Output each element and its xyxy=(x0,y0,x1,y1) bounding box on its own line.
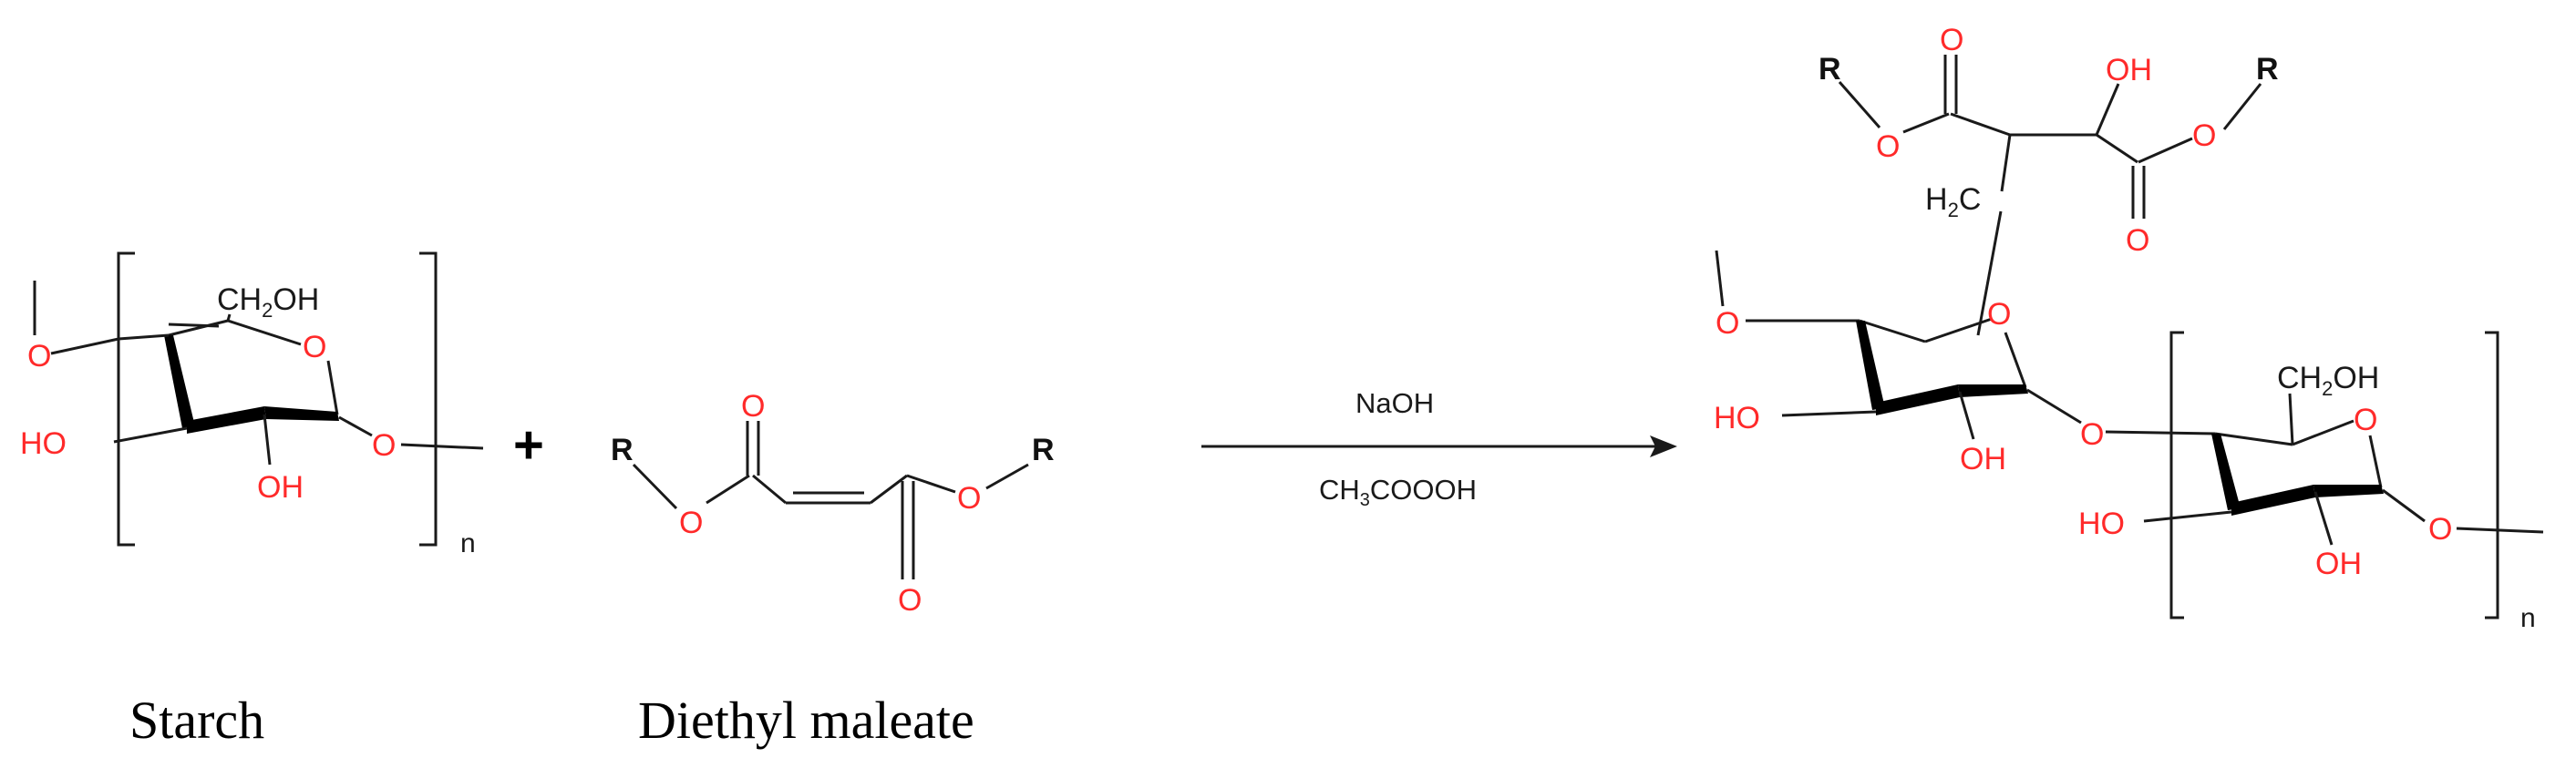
starch-c2-oh-bond xyxy=(263,414,272,466)
product-r-right: R xyxy=(2256,52,2279,87)
product-glyco-o-ring2 xyxy=(2105,430,2216,435)
product-h2c-label: H2C xyxy=(1925,182,1981,221)
product-repeat-n: n xyxy=(2520,603,2536,633)
starch-oh-label: OH xyxy=(257,470,304,505)
starch-c1-o-bond xyxy=(338,415,373,437)
product-ring2-oh-bond xyxy=(2313,491,2334,546)
product-ch-c-right-bond xyxy=(2096,133,2138,164)
starch-c6-bond xyxy=(226,313,232,322)
product-ring2-wedge-right xyxy=(2313,485,2384,497)
product-ring1-o-c1 xyxy=(2004,332,2027,388)
product-r-left: R xyxy=(1819,52,1841,87)
product-bracket-left xyxy=(2169,331,2184,620)
plus-sign: + xyxy=(513,415,544,475)
starch-bracket-right xyxy=(419,251,438,547)
starch-structure: CH2OH O O HO OH O n xyxy=(20,251,484,558)
product-ring2-o-right: O xyxy=(2428,512,2452,547)
starch-ring-c4c5 xyxy=(168,319,229,337)
reagent-naoh: NaOH xyxy=(1355,387,1434,419)
product-ring1-wedge-bottom xyxy=(1876,384,1960,415)
starch-ring-c5o xyxy=(227,319,302,346)
product-bracket-right xyxy=(2485,331,2499,620)
starch-ho-label: HO xyxy=(20,426,67,461)
product-ring2-ho: HO xyxy=(2078,507,2125,541)
product-ring2-o-right-bond xyxy=(2382,488,2426,523)
maleate-o-left-c-bond xyxy=(706,474,750,505)
product-ring1-glyco-bond xyxy=(2026,388,2082,425)
product-ring1-oh: OH xyxy=(1960,442,2006,476)
reaction-arrow-group: NaOH CH3COOOH xyxy=(1201,387,1677,510)
product-o-ester-right: O xyxy=(2192,118,2216,153)
maleate-o-ester-right: O xyxy=(957,481,981,516)
product-ring1-ho-bond xyxy=(1781,410,1877,417)
starch-caption: Starch xyxy=(129,691,264,750)
product-ch-ch2-bond xyxy=(2000,134,2012,192)
product-ring2-wedge-left xyxy=(2211,434,2241,510)
reaction-arrow-head xyxy=(1650,435,1677,457)
product-ring2-ch2oh: CH2OH xyxy=(2277,361,2379,400)
maleate-r-left: R xyxy=(611,433,634,467)
product-ring2-o: O xyxy=(2354,403,2377,437)
starch-ring-oc1 xyxy=(326,360,339,415)
starch-repeat-n: n xyxy=(460,528,476,558)
product-ring1-o-ext: O xyxy=(1716,306,1739,341)
maleate-r-right: R xyxy=(1032,433,1055,467)
product-ring2-oh: OH xyxy=(2315,547,2362,581)
product-o-carbonyl-right: O xyxy=(2126,223,2149,258)
maleate-c-c2-bond xyxy=(870,474,908,505)
reagent-peracetic-acid: CH3COOOH xyxy=(1319,474,1477,510)
product-ring2-c5-o xyxy=(2292,419,2354,446)
product-ring1-stub xyxy=(1715,250,1725,307)
maleate-o-bottom: O xyxy=(898,583,922,618)
starch-o-tail-bond xyxy=(400,443,484,450)
starch-o-right-label: O xyxy=(372,428,396,463)
product-ring1-oh-bond xyxy=(1958,391,1975,440)
starch-ch2oh-label: CH2OH xyxy=(217,282,319,322)
maleate-c-c-bond xyxy=(752,474,787,505)
product-ring2-ho-bond xyxy=(2143,510,2232,523)
product-o-ester-left-bond xyxy=(1902,112,1950,134)
product-c-o-ester-right-bond xyxy=(2138,137,2193,164)
maleate-r-left-bond xyxy=(632,463,678,510)
product-ch-oh-bond xyxy=(2095,83,2120,136)
product-ring2-wedge-bottom xyxy=(2231,485,2315,516)
maleate-o-right-r-bond xyxy=(985,463,1029,490)
starch-c3-ho-bond xyxy=(113,426,188,444)
maleate-c2-o-right-bond xyxy=(906,474,956,494)
starch-ring-wedge-right xyxy=(264,406,339,421)
maleate-caption: Diethyl maleate xyxy=(638,691,974,750)
starch-ring-wedge-bottom xyxy=(187,406,266,434)
starch-o-link-bond xyxy=(50,337,119,355)
product-ring1-c5-o xyxy=(1924,317,1993,343)
maleate-o-ester-left: O xyxy=(679,506,703,540)
maleate-o-top: O xyxy=(741,389,765,424)
starch-bracket-left xyxy=(117,251,135,547)
product-glyco-o: O xyxy=(2080,417,2104,452)
product-structure: R R O OH O O O H2C O O HO OH O CH2OH O H… xyxy=(1714,23,2544,633)
product-c-ch-bond xyxy=(1950,112,2011,137)
product-o-ester-left: O xyxy=(1876,129,1900,164)
product-ring2-c4-c5 xyxy=(2214,432,2293,446)
product-oh-top: OH xyxy=(2106,53,2152,87)
starch-c4-o-bond xyxy=(118,333,170,341)
starch-o-left-label: O xyxy=(27,339,51,374)
product-ring1-wedge-left xyxy=(1856,321,1885,410)
product-ch2-ring-bond xyxy=(1976,210,2003,336)
product-o-r-right-bond xyxy=(2222,83,2262,130)
product-ring1-wedge-right xyxy=(1958,384,2028,397)
product-ring2-c6 xyxy=(2288,393,2294,445)
product-ring2-tail-bond xyxy=(2456,527,2544,534)
product-ring1-ho: HO xyxy=(1714,401,1760,435)
maleate-structure: R R O O O O xyxy=(611,389,1055,618)
product-ring2-o-c1 xyxy=(2368,435,2383,488)
product-ring1-c5-c4 xyxy=(1859,319,1926,343)
starch-ring-wedge-left xyxy=(164,335,195,428)
product-ring1-o: O xyxy=(1987,297,2011,332)
product-r-left-bond xyxy=(1838,81,1881,128)
product-o-carbonyl-left: O xyxy=(1940,23,1963,57)
starch-ring-o-label: O xyxy=(303,330,326,364)
